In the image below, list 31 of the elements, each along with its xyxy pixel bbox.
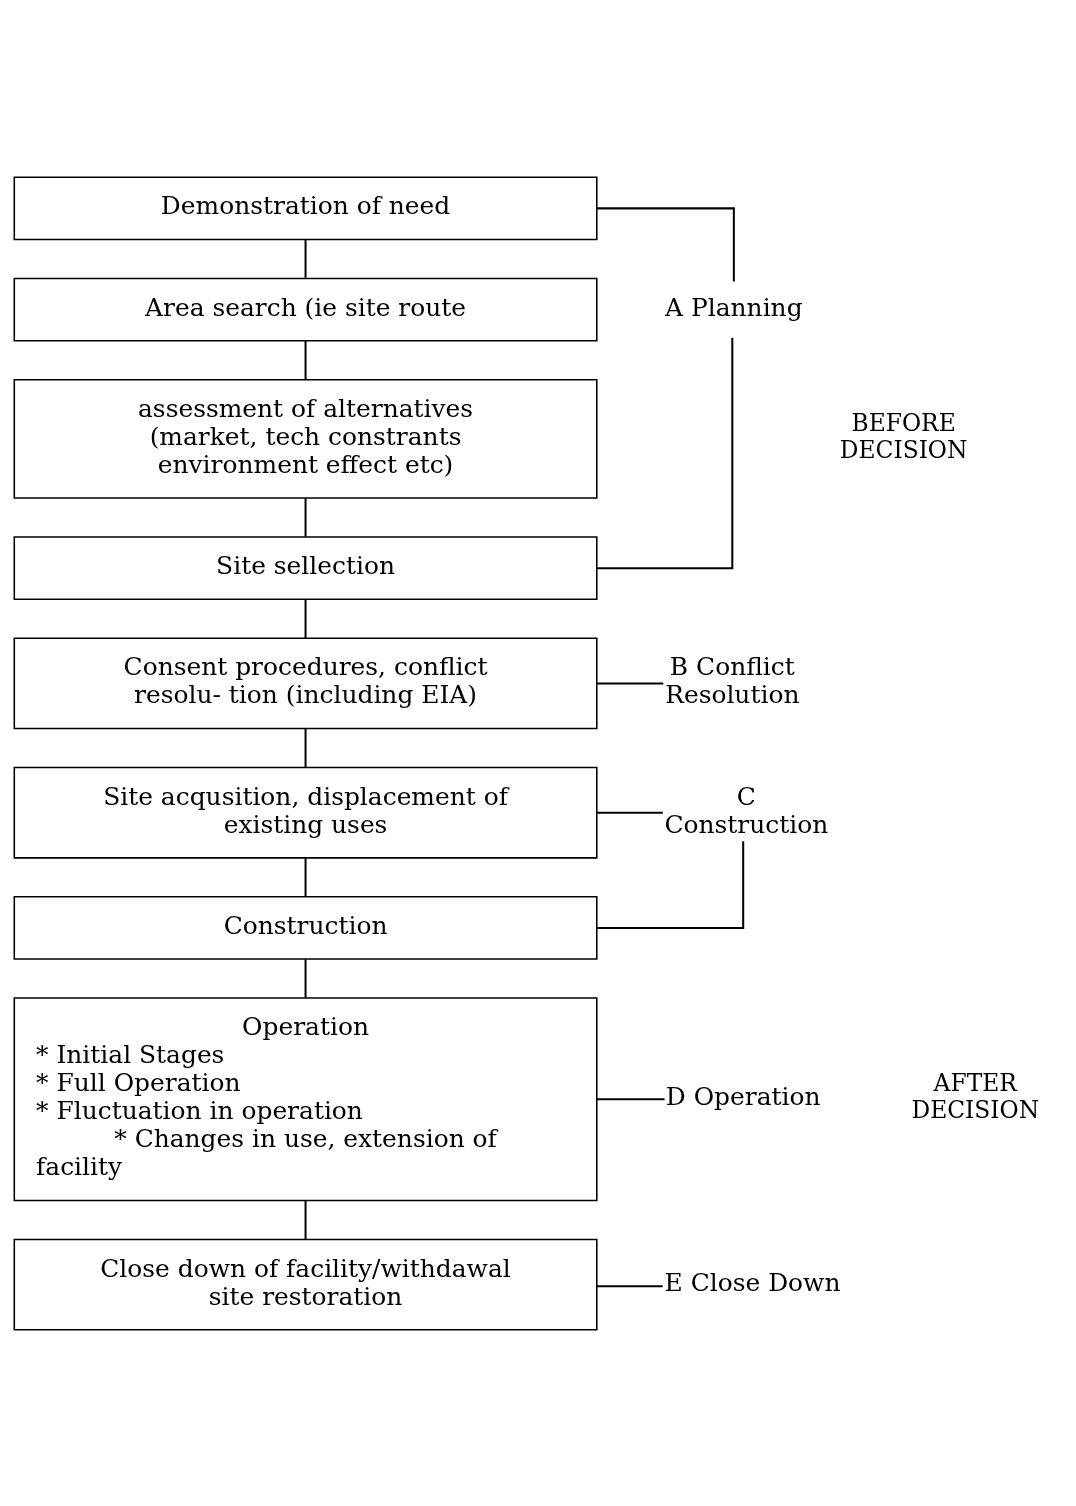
node-box: Operation * Initial Stages * Full Operation * Fluctuation in operation * Changes in use, extension of facility: [13, 996, 598, 1201]
node-box: Site sellection: [13, 535, 598, 600]
node-text: D Operation: [665, 1081, 821, 1111]
connector: [304, 340, 307, 380]
connector: [596, 1284, 663, 1287]
node-box: Area search (ie site route: [13, 277, 598, 342]
node-box: assessment of alternatives (market, tech constrants environment effect etc): [13, 378, 598, 499]
node-text: E Close Down: [664, 1267, 841, 1297]
connector: [304, 599, 307, 638]
connector: [596, 840, 745, 929]
node-text: C Construction: [664, 781, 829, 839]
node-box: Consent procedures, conflict resolu- tion (including EIA): [13, 636, 598, 729]
label: AFTER DECISION: [911, 1068, 1040, 1124]
connector: [304, 728, 307, 767]
connector: [597, 681, 664, 684]
node-box: Demonstration of need: [13, 175, 598, 240]
connector: [304, 958, 307, 998]
connector: [596, 1097, 665, 1100]
node-box: Construction: [13, 895, 598, 960]
node-text: B Conflict Resolution: [665, 651, 800, 709]
connector: [304, 239, 307, 278]
node-text: A Planning: [665, 292, 803, 322]
connector: [304, 497, 307, 537]
connector: [597, 811, 663, 814]
node-box: Site acqusition, displacement of existing uses: [13, 766, 598, 859]
connector: [304, 1200, 307, 1239]
label: BEFORE DECISION: [839, 408, 968, 464]
node-box: Close down of facility/withdawal site restoration: [13, 1238, 598, 1331]
connector: [597, 206, 735, 281]
connector: [597, 337, 734, 569]
connector: [304, 857, 307, 897]
